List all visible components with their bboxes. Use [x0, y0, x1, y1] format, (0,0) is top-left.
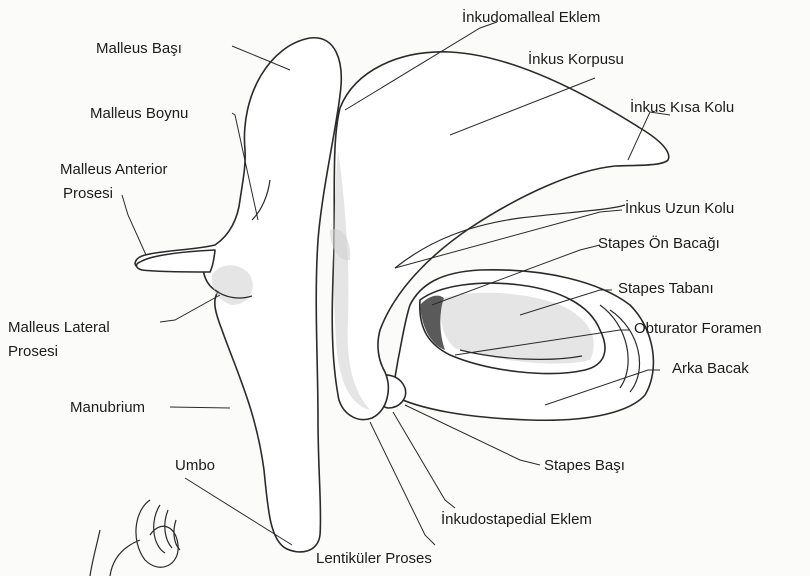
label-stapes-footplate: Stapes Tabanı: [618, 280, 714, 297]
label-incus-short-process: İnkus Kısa Kolu: [630, 98, 734, 116]
label-incus-body: İnkus Korpusu: [528, 50, 624, 68]
label-stapes-anterior-crus: Stapes Ön Bacağı: [598, 234, 720, 252]
label-manubrium: Manubrium: [70, 399, 145, 416]
label-malleus-neck: Malleus Boynu: [90, 105, 188, 122]
label-malleus-head: Malleus Başı: [96, 40, 182, 57]
tympanic-fragment: [90, 500, 180, 576]
label-malleus-anterior-process-line2: Prosesi: [63, 185, 113, 202]
label-incudostapedial-joint: İnkudostapedial Eklem: [441, 510, 592, 528]
label-incudomalleal-joint: İnkudomalleal Eklem: [462, 8, 600, 26]
label-stapes-head: Stapes Başı: [544, 457, 625, 474]
label-obturator-foramen: Obturator Foramen: [634, 320, 762, 337]
label-lenticular-process: Lentiküler Proses: [316, 550, 432, 567]
label-malleus-lateral-process: Malleus Lateral: [8, 319, 110, 336]
label-umbo: Umbo: [175, 457, 215, 474]
label-malleus-anterior-process: Malleus Anterior: [60, 161, 168, 178]
label-posterior-crus: Arka Bacak: [672, 360, 749, 377]
stapes: [374, 270, 653, 420]
label-incus-long-process: İnkus Uzun Kolu: [625, 199, 734, 217]
label-malleus-lateral-process-line2: Prosesi: [8, 343, 58, 360]
